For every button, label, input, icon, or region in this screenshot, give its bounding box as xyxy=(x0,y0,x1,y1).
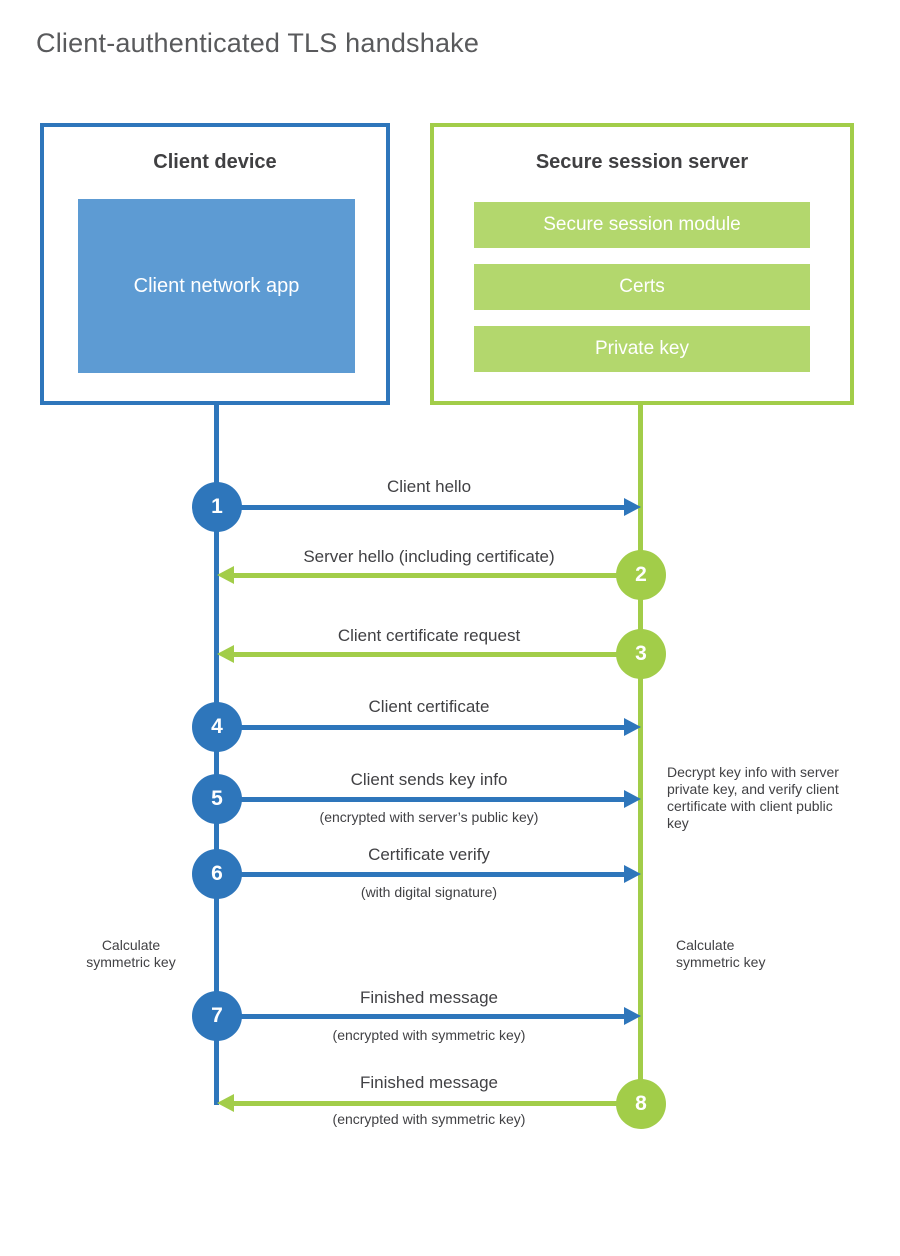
server-module-secure-session: Secure session module xyxy=(474,202,810,248)
arrow-right-icon xyxy=(624,498,641,516)
client-calculate-key-note: Calculate symmetric key xyxy=(86,937,176,970)
arrow-right-icon xyxy=(624,1007,641,1025)
step-badge: 8 xyxy=(616,1079,666,1129)
client-network-app-label: Client network app xyxy=(133,274,300,297)
message-label: Finished message xyxy=(360,1073,498,1092)
step-badge: 1 xyxy=(192,482,242,532)
client-network-app-box: Client network app xyxy=(78,199,355,373)
message-sublabel: (encrypted with symmetric key) xyxy=(332,1111,526,1127)
message-label: Client certificate xyxy=(368,697,490,716)
step-badge: 5 xyxy=(192,774,242,824)
message-arrow-line xyxy=(217,1014,624,1019)
message-label: Client certificate request xyxy=(337,626,521,645)
server-module-private-key: Private key xyxy=(474,326,810,372)
secure-session-server-title: Secure session server xyxy=(535,151,749,173)
client-device-title: Client device xyxy=(153,151,277,173)
arrow-left-icon xyxy=(217,1094,234,1112)
server-decrypt-note: Decrypt key info with server private key… xyxy=(667,764,839,831)
message-sublabel: (encrypted with symmetric key) xyxy=(332,1027,526,1043)
server-calculate-key-note: Calculate symmetric key xyxy=(676,937,766,970)
message-arrow-line xyxy=(217,725,624,730)
message-sublabel: (encrypted with server’s public key) xyxy=(319,809,539,825)
arrow-right-icon xyxy=(624,718,641,736)
arrow-left-icon xyxy=(217,566,234,584)
arrow-right-icon xyxy=(624,790,641,808)
message-arrow-line xyxy=(217,505,624,510)
arrow-right-icon xyxy=(624,865,641,883)
step-badge: 4 xyxy=(192,702,242,752)
message-label: Finished message xyxy=(360,988,498,1007)
arrow-left-icon xyxy=(217,645,234,663)
server-lifeline xyxy=(638,405,643,1105)
message-sublabel: (with digital signature) xyxy=(360,884,498,900)
message-arrow-line xyxy=(217,797,624,802)
message-label: Certificate verify xyxy=(368,845,490,864)
message-label: Client sends key info xyxy=(350,770,508,789)
step-badge: 2 xyxy=(616,550,666,600)
step-badge: 6 xyxy=(192,849,242,899)
message-arrow-line xyxy=(234,652,641,657)
message-arrow-line xyxy=(234,573,641,578)
step-badge: 7 xyxy=(192,991,242,1041)
message-label: Client hello xyxy=(386,477,472,496)
message-arrow-line xyxy=(217,872,624,877)
message-arrow-line xyxy=(234,1101,641,1106)
step-badge: 3 xyxy=(616,629,666,679)
message-label: Server hello (including certificate) xyxy=(303,547,555,566)
server-module-certs: Certs xyxy=(474,264,810,310)
page-title: Client-authenticated TLS handshake xyxy=(36,28,480,58)
client-lifeline xyxy=(214,405,219,1105)
